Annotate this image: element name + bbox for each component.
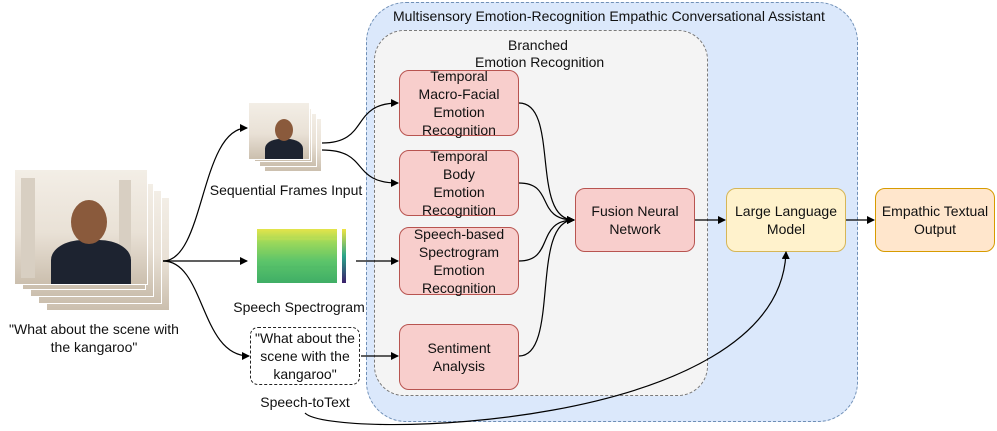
module-line: Emotion — [433, 184, 485, 200]
module-line: Temporal — [430, 68, 488, 84]
video-frame-front — [14, 169, 148, 285]
module-line: Macro-Facial — [418, 86, 500, 102]
module-line: Emotion — [433, 262, 485, 278]
output-line1: Empathic Textual — [881, 203, 989, 219]
fusion-line1: Fusion Neural — [591, 203, 679, 219]
input-video-stack — [14, 169, 174, 317]
module-line: Recognition — [422, 202, 496, 218]
module-line: Spectrogram — [418, 244, 500, 260]
llm-box: Large Language Model — [726, 188, 846, 252]
body-emotion-module: Temporal Body Emotion Recognition — [399, 148, 519, 218]
module-line: Emotion — [433, 104, 485, 120]
inner-title-line2: Emotion Recognition — [475, 54, 605, 70]
input-caption-line1: "What about the scene with — [9, 321, 179, 337]
stt-text-line3: kangaroo" — [273, 366, 337, 382]
output-line2: Output — [913, 221, 957, 237]
stt-text-box: "What about the scene with the kangaroo" — [250, 327, 360, 385]
arrow-input-to-frames — [162, 124, 248, 262]
arrow-facial-to-fusion — [518, 102, 575, 224]
frames-label: Sequential Frames Input — [209, 182, 363, 198]
module-line: Body — [443, 166, 475, 182]
module-line: Speech-based — [413, 226, 505, 242]
input-caption: "What about the scene with the kangaroo" — [2, 320, 186, 356]
arrow-body-to-fusion — [518, 182, 575, 224]
spectrogram-label: Speech Spectrogram — [233, 299, 365, 315]
output-box: Empathic Textual Output — [875, 188, 995, 252]
llm-line1: Large Language — [735, 203, 837, 219]
outer-title: Multisensory Emotion-Recognition Empathi… — [393, 8, 825, 24]
fusion-network-box: Fusion Neural Network — [575, 188, 695, 252]
stt-label: Speech-toText — [260, 394, 350, 410]
speech-emotion-module: Speech-based Spectrogram Emotion Recogni… — [399, 226, 519, 296]
module-line: Recognition — [422, 122, 496, 138]
module-line: Sentiment — [427, 340, 491, 356]
arrow-frames-to-facial — [321, 99, 399, 144]
sequential-frames-image — [248, 102, 324, 176]
input-caption-line2: the kangaroo" — [50, 339, 138, 355]
arrow-speech-to-fusion — [518, 216, 575, 262]
arrow-frames-to-body — [321, 149, 399, 187]
stt-text-line2: scene with the — [260, 348, 350, 364]
module-line: Analysis — [432, 358, 486, 374]
spectrogram-image — [250, 223, 354, 291]
llm-line2: Model — [766, 221, 806, 237]
stt-text-line1: "What about the — [255, 330, 355, 346]
spectrogram-chart — [257, 229, 346, 283]
arrow-input-to-stt — [162, 260, 250, 360]
frame-thumb-front — [248, 102, 310, 160]
module-line: Temporal — [430, 148, 488, 164]
arrow-stt-to-llm — [304, 251, 790, 426]
fusion-line2: Network — [609, 221, 661, 237]
sentiment-module: Sentiment Analysis — [399, 324, 519, 390]
arrow-sentiment-to-fusion — [518, 216, 575, 357]
facial-emotion-module: Temporal Macro-Facial Emotion Recognitio… — [399, 68, 519, 138]
inner-title-line1: Branched — [508, 37, 568, 53]
module-line: Recognition — [422, 280, 496, 296]
